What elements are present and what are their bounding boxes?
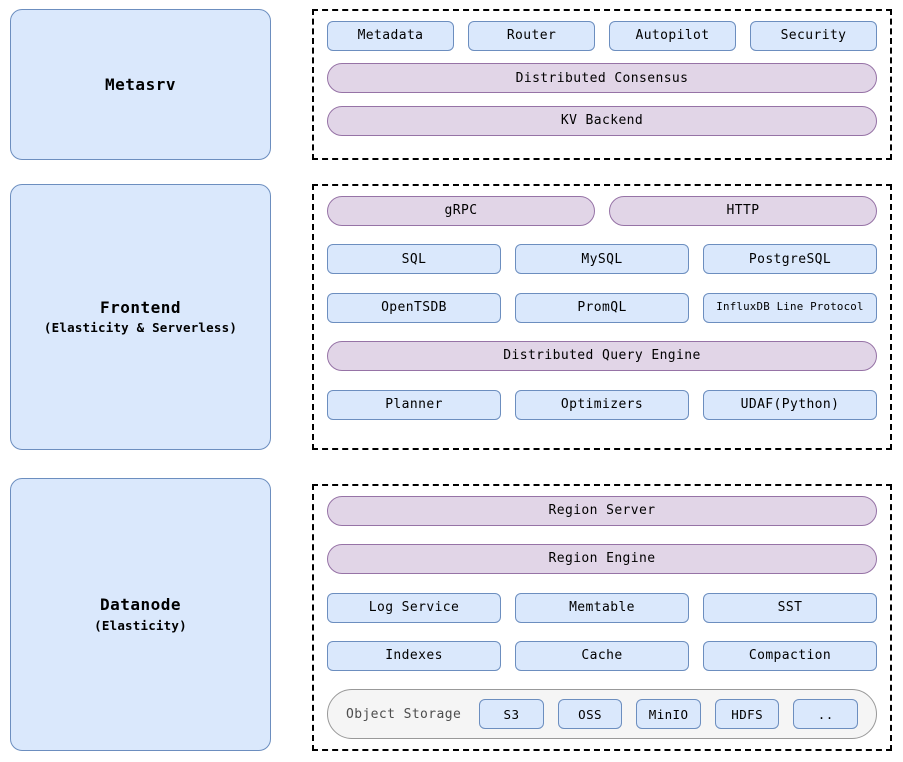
spacer bbox=[327, 93, 877, 105]
frontend-interfaces-row-1: SQL MySQL PostgreSQL bbox=[327, 244, 877, 275]
spacer bbox=[327, 51, 877, 63]
node-oss[interactable]: OSS bbox=[557, 699, 623, 729]
node-region-server[interactable]: Region Server bbox=[327, 496, 877, 526]
metasrv-services-row: Metadata Router Autopilot Security bbox=[327, 21, 877, 51]
datanode-modules-row-1: Log Service Memtable SST bbox=[327, 592, 877, 623]
component-subtitle: (Elasticity) bbox=[94, 617, 187, 633]
spacer bbox=[327, 226, 877, 244]
spacer bbox=[327, 136, 877, 148]
frontend-engine-parts-row: Planner Optimizers UDAF(Python) bbox=[327, 389, 877, 420]
node-opentsdb[interactable]: OpenTSDB bbox=[327, 292, 501, 323]
node-router[interactable]: Router bbox=[468, 21, 595, 51]
spacer bbox=[327, 623, 877, 641]
node-http[interactable]: HTTP bbox=[609, 196, 877, 226]
frontend-panel: gRPC HTTP SQL MySQL PostgreSQL OpenTSDB … bbox=[312, 184, 892, 450]
node-memtable[interactable]: Memtable bbox=[515, 592, 689, 623]
node-sql[interactable]: SQL bbox=[327, 244, 501, 275]
component-title: Frontend bbox=[99, 297, 182, 317]
node-grpc[interactable]: gRPC bbox=[327, 196, 595, 226]
node-security[interactable]: Security bbox=[750, 21, 877, 51]
node-mysql[interactable]: MySQL bbox=[515, 244, 689, 275]
spacer bbox=[327, 420, 877, 438]
datanode-panel: Region Server Region Engine Log Service … bbox=[312, 484, 892, 751]
frontend-query-engine-row: Distributed Query Engine bbox=[327, 341, 877, 372]
spacer bbox=[327, 574, 877, 592]
datanode-region-server-row: Region Server bbox=[327, 496, 877, 526]
spacer bbox=[327, 671, 877, 689]
component-title: Datanode bbox=[99, 595, 182, 615]
object-storage-label: Object Storage bbox=[346, 706, 462, 722]
metasrv-consensus-row: Distributed Consensus bbox=[327, 63, 877, 94]
node-kv-backend[interactable]: KV Backend bbox=[327, 105, 877, 136]
node-planner[interactable]: Planner bbox=[327, 389, 501, 420]
node-optimizers[interactable]: Optimizers bbox=[515, 389, 689, 420]
node-s3[interactable]: S3 bbox=[479, 699, 544, 729]
component-title: Metasrv bbox=[105, 74, 176, 94]
node-region-engine[interactable]: Region Engine bbox=[327, 544, 877, 575]
frontend-protocol-row: gRPC HTTP bbox=[327, 196, 877, 226]
component-card-metasrv: Metasrv bbox=[10, 9, 271, 160]
spacer bbox=[327, 526, 877, 544]
metasrv-kv-row: KV Backend bbox=[327, 105, 877, 136]
node-postgresql[interactable]: PostgreSQL bbox=[703, 244, 877, 275]
node-udaf-python[interactable]: UDAF(Python) bbox=[703, 389, 877, 420]
spacer bbox=[327, 371, 877, 389]
node-hdfs[interactable]: HDFS bbox=[714, 699, 780, 729]
node-influxdb-line-protocol[interactable]: InfluxDB Line Protocol bbox=[703, 292, 877, 323]
frontend-interfaces-row-2: OpenTSDB PromQL InfluxDB Line Protocol bbox=[327, 292, 877, 323]
spacer bbox=[327, 274, 877, 292]
spacer bbox=[327, 323, 877, 341]
component-card-datanode: Datanode (Elasticity) bbox=[10, 478, 271, 751]
node-metadata[interactable]: Metadata bbox=[327, 21, 454, 51]
datanode-region-engine-row: Region Engine bbox=[327, 544, 877, 575]
node-distributed-query-engine[interactable]: Distributed Query Engine bbox=[327, 341, 877, 372]
node-cache[interactable]: Cache bbox=[515, 640, 689, 671]
node-indexes[interactable]: Indexes bbox=[327, 640, 501, 671]
node-promql[interactable]: PromQL bbox=[515, 292, 689, 323]
node-compaction[interactable]: Compaction bbox=[703, 640, 877, 671]
object-storage-strip: Object Storage S3 OSS MinIO HDFS .. bbox=[327, 689, 877, 739]
component-card-frontend: Frontend (Elasticity & Serverless) bbox=[10, 184, 271, 450]
node-log-service[interactable]: Log Service bbox=[327, 592, 501, 623]
node-autopilot[interactable]: Autopilot bbox=[609, 21, 736, 51]
node-more-storage[interactable]: .. bbox=[793, 699, 858, 729]
datanode-modules-row-2: Indexes Cache Compaction bbox=[327, 640, 877, 671]
component-subtitle: (Elasticity & Serverless) bbox=[43, 320, 238, 336]
node-minio[interactable]: MinIO bbox=[636, 699, 701, 729]
metasrv-panel: Metadata Router Autopilot Security Distr… bbox=[312, 9, 892, 160]
node-sst[interactable]: SST bbox=[703, 592, 877, 623]
node-distributed-consensus[interactable]: Distributed Consensus bbox=[327, 63, 877, 94]
